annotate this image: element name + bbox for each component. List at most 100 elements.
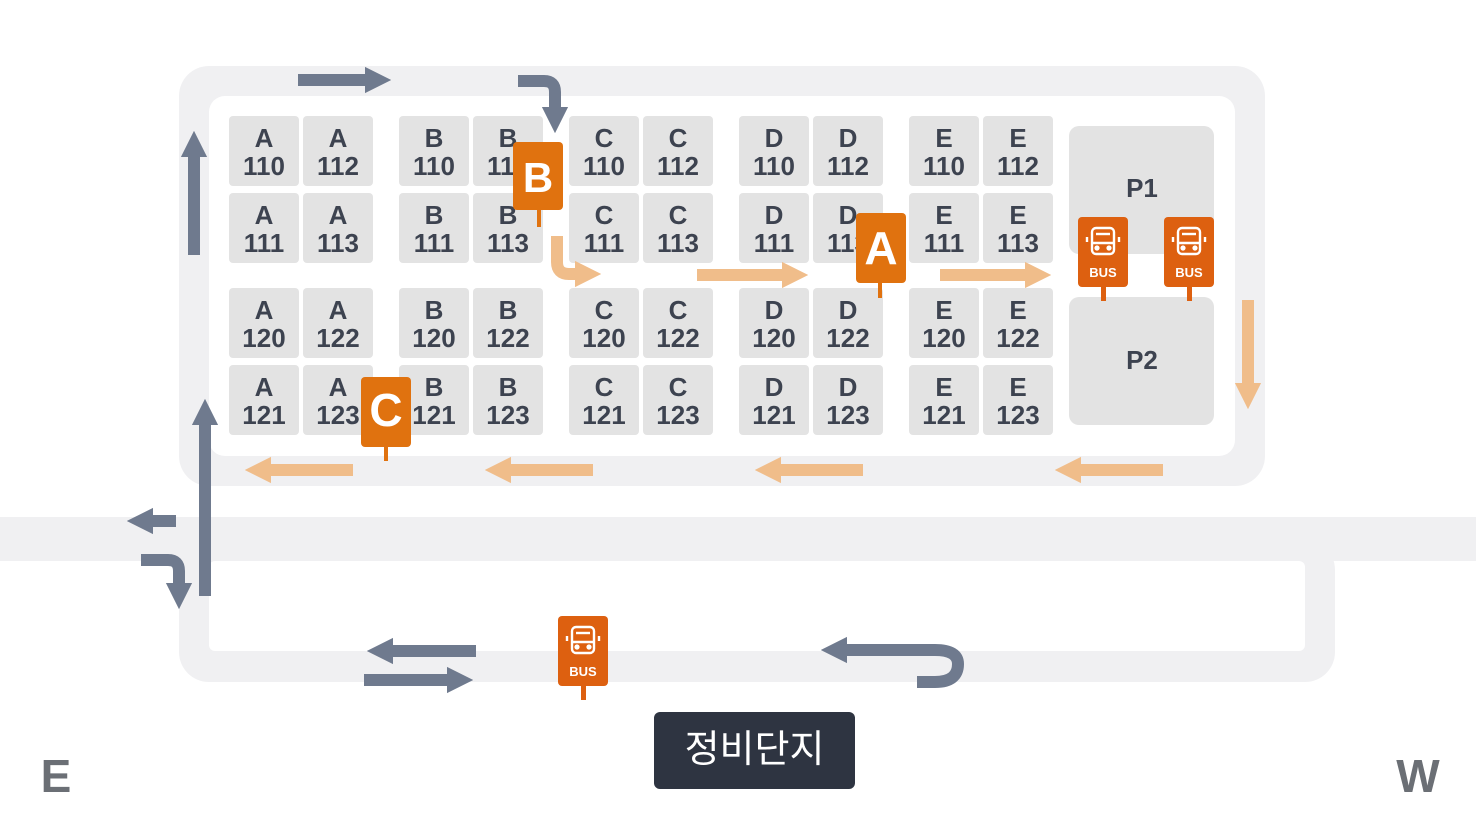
flow-arrows <box>244 236 1262 484</box>
lot-number: 110 <box>753 151 795 181</box>
bus-icon <box>1171 226 1207 256</box>
lot-number: 112 <box>657 151 699 181</box>
lot-block-letter: C <box>595 200 614 230</box>
depot-label: 정비단지 <box>685 729 825 771</box>
lot-block-letter: E <box>935 123 952 153</box>
lot-number: 123 <box>656 400 699 430</box>
lot-block-letter: E <box>1009 372 1026 402</box>
lot-number: 121 <box>752 400 795 430</box>
bus-stops: BUS BUS BUS <box>558 217 1214 700</box>
lot-number: 111 <box>754 228 795 258</box>
lot-block-letter: E <box>935 200 952 230</box>
lot-number: 121 <box>922 400 965 430</box>
lot-block-letter: C <box>669 295 688 325</box>
lot-block-letter: A <box>329 200 348 230</box>
lot-block-letter: B <box>425 295 444 325</box>
lot-number: 111 <box>244 228 285 258</box>
bus-stop-1[interactable]: BUS <box>1078 217 1128 301</box>
lot-number: 112 <box>997 151 1039 181</box>
parking-lots: A110A112A111A113B110B112B111B113C110C112… <box>229 116 1053 435</box>
lot-block-letter: C <box>669 200 688 230</box>
lot-block-letter: B <box>425 200 444 230</box>
route-arrows <box>126 66 965 694</box>
lot-block-letter: B <box>499 200 518 230</box>
lot-number: 111 <box>584 228 625 258</box>
lot-block-letter: E <box>1009 123 1026 153</box>
lot-block-letter: D <box>839 123 858 153</box>
compass-west: W <box>1396 750 1440 802</box>
depot-box[interactable]: 정비단지 <box>654 712 855 789</box>
lot-block-letter: A <box>255 123 274 153</box>
lot-block-letter: A <box>329 295 348 325</box>
lot-block-letter: B <box>499 123 518 153</box>
lot-number: 111 <box>924 228 965 258</box>
bus-stop-3[interactable]: BUS <box>558 616 608 700</box>
lot-block-letter: A <box>255 295 274 325</box>
lot-number: 110 <box>243 151 285 181</box>
bus-stop-2[interactable]: BUS <box>1164 217 1214 301</box>
lot-block-letter: A <box>255 200 274 230</box>
lot-number: 121 <box>582 400 625 430</box>
lot-number: 123 <box>486 400 529 430</box>
lot-number: 120 <box>922 323 965 353</box>
lot-number: 120 <box>582 323 625 353</box>
lot-block-letter: C <box>595 295 614 325</box>
lot-number: 112 <box>827 151 869 181</box>
lot-number: 113 <box>487 228 529 258</box>
lot-number: 123 <box>996 400 1039 430</box>
lot-block-letter: C <box>595 372 614 402</box>
parking-p1-label: P1 <box>1126 173 1158 203</box>
lot-number: 111 <box>414 228 455 258</box>
lot-block-letter: C <box>595 123 614 153</box>
marker-b[interactable]: B <box>513 142 563 227</box>
lot-block-letter: A <box>329 123 348 153</box>
parking-p2[interactable]: P2 <box>1069 297 1214 425</box>
marker-c[interactable]: C <box>361 377 411 461</box>
roads <box>0 66 1476 682</box>
lot-block-letter: D <box>765 372 784 402</box>
marker-a[interactable]: A <box>856 213 906 298</box>
arrow-turn-down-top <box>518 75 569 134</box>
flow-arrow-turn-right <box>551 236 602 288</box>
lower-loop-inner <box>209 561 1305 651</box>
